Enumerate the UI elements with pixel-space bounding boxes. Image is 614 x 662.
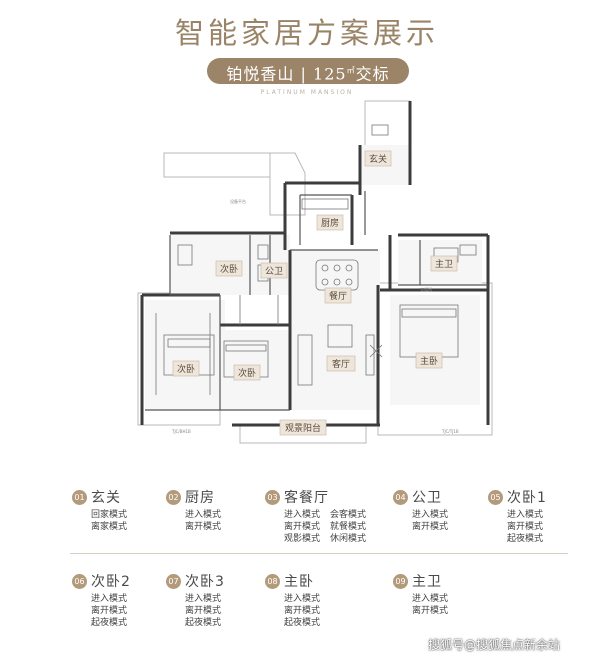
legend-modes: 进入模式 离开模式 起夜模式 — [507, 509, 588, 545]
mode-label: 回家模式 — [91, 510, 128, 520]
legend-room-name: 客餐厅 — [284, 490, 329, 506]
watermark: 搜狐号@搜狐焦点新余站 — [428, 638, 561, 652]
mode-label: 进入模式 — [412, 510, 449, 520]
legend-number: 06 — [72, 573, 87, 589]
floor-plan: 玄关 厨房 次卧 公卫 主卫 餐厅 次卧 次卧 客厅 主卧 观景阳台 设备平台 … — [137, 100, 493, 444]
badge-separator: | — [300, 64, 314, 84]
legend-modes: 进入模式 离开模式 — [412, 593, 493, 617]
legend-number: 08 — [265, 573, 280, 589]
legend-number: 03 — [265, 489, 280, 505]
project-name: 铂悦香山 — [226, 64, 295, 84]
room-label-yangtai: 观景阳台 — [285, 422, 321, 434]
room-label-zhuwei: 主卫 — [435, 258, 453, 270]
legend-item-03: 03 客餐厅 进入模式 会客模式 离开模式 就餐模式 观影模式 休闲模式 — [265, 487, 385, 545]
legend-room-name: 主卧 — [284, 574, 314, 590]
legend-room-name: 次卧1 — [507, 490, 547, 506]
code-left: TJC/BH1B — [171, 429, 191, 434]
legend-divider — [70, 553, 568, 554]
mode-label: 离开模式 — [185, 606, 222, 616]
mode-label: 会客模式 — [330, 510, 367, 520]
area-unit: ㎡ — [346, 66, 356, 75]
mode-label: 起夜模式 — [91, 618, 128, 628]
mode-label: 离开模式 — [91, 606, 128, 616]
legend-modes: 进入模式 会客模式 离开模式 就餐模式 观影模式 休闲模式 — [284, 509, 385, 545]
room-label-ciwo-top: 次卧 — [220, 263, 238, 275]
legend-number: 01 — [72, 489, 87, 505]
room-label-ciwo-left: 次卧 — [177, 363, 195, 375]
mode-label: 进入模式 — [284, 594, 321, 604]
room-label-zhuwo: 主卧 — [420, 355, 438, 367]
room-label-ciwo-mid: 次卧 — [238, 367, 256, 379]
mode-label: 离开模式 — [412, 522, 449, 532]
legend-modes: 进入模式 离开模式 起夜模式 — [91, 593, 172, 629]
mode-label: 进入模式 — [412, 594, 449, 604]
room-label-chufang: 厨房 — [321, 217, 339, 229]
project-badge: 铂悦香山 | 125㎡交标 — [207, 58, 409, 84]
mode-label: 离开模式 — [412, 606, 449, 616]
legend-modes: 回家模式 离家模式 — [91, 509, 172, 533]
legend-modes: 进入模式 离开模式 起夜模式 — [284, 593, 365, 629]
page-title: 智能家居方案展示 — [174, 16, 439, 50]
legend-item-06: 06 次卧2 进入模式 离开模式 起夜模式 — [72, 571, 172, 629]
legend-room-name: 玄关 — [91, 490, 121, 506]
legend-item-07: 07 次卧3 进入模式 离开模式 起夜模式 — [166, 571, 266, 629]
legend-room-name: 主卫 — [412, 574, 442, 590]
mode-label: 休闲模式 — [330, 534, 367, 544]
mode-label: 起夜模式 — [185, 618, 222, 628]
legend-number: 04 — [393, 489, 408, 505]
legend-number: 05 — [488, 489, 503, 505]
balcony-note: 设备平台 — [230, 198, 246, 204]
mode-label: 离开模式 — [284, 522, 321, 532]
mode-label: 起夜模式 — [507, 534, 544, 544]
legend-item-01: 01 玄关 回家模式 离家模式 — [72, 487, 172, 533]
mode-label: 起夜模式 — [284, 618, 321, 628]
mode-label: 就餐模式 — [330, 522, 367, 532]
mode-label: 离开模式 — [284, 606, 321, 616]
legend-modes: 进入模式 离开模式 起夜模式 — [185, 593, 266, 629]
legend-item-02: 02 厨房 进入模式 离开模式 — [166, 487, 266, 533]
room-labels: 玄关 厨房 次卧 公卫 主卫 餐厅 次卧 次卧 客厅 主卧 观景阳台 — [172, 150, 458, 436]
room-label-keting: 客厅 — [332, 358, 350, 370]
mode-label: 观影模式 — [284, 534, 321, 544]
legend-item-04: 04 公卫 进入模式 离开模式 — [393, 487, 493, 533]
legend-room-name: 厨房 — [185, 490, 215, 506]
legend-room-name: 次卧2 — [91, 574, 131, 590]
mode-label: 进入模式 — [284, 510, 321, 520]
project-subtitle: PLATINUM MANSION — [260, 89, 354, 96]
legend-number: 07 — [166, 573, 181, 589]
room-label-gongwei: 公卫 — [265, 266, 283, 277]
legend-modes: 进入模式 离开模式 — [412, 509, 493, 533]
legend-modes: 进入模式 离开模式 — [185, 509, 266, 533]
mode-label: 离家模式 — [91, 522, 128, 532]
legend-number: 09 — [393, 573, 408, 589]
mode-label: 离开模式 — [507, 522, 544, 532]
project-area: 125 — [313, 64, 347, 84]
delivery-standard: 交标 — [355, 64, 390, 84]
legend-room-name: 次卧3 — [185, 574, 225, 590]
legend-item-05: 05 次卧1 进入模式 离开模式 起夜模式 — [488, 487, 588, 545]
mode-label: 进入模式 — [185, 594, 222, 604]
mode-label: 进入模式 — [185, 510, 222, 520]
mode-label: 进入模式 — [91, 594, 128, 604]
legend-room-name: 公卫 — [412, 490, 442, 506]
dressing-note: 衣帽间 — [420, 286, 432, 292]
mode-label: 进入模式 — [507, 510, 544, 520]
legend-number: 02 — [166, 489, 181, 505]
room-label-xuanguan: 玄关 — [369, 153, 387, 165]
legend-item-08: 08 主卧 进入模式 离开模式 起夜模式 — [265, 571, 365, 629]
legend-item-09: 09 主卫 进入模式 离开模式 — [393, 571, 493, 617]
code-right: TJC/TJ1B — [441, 429, 459, 434]
room-label-canting: 餐厅 — [329, 290, 347, 302]
mode-label: 离开模式 — [185, 522, 222, 532]
